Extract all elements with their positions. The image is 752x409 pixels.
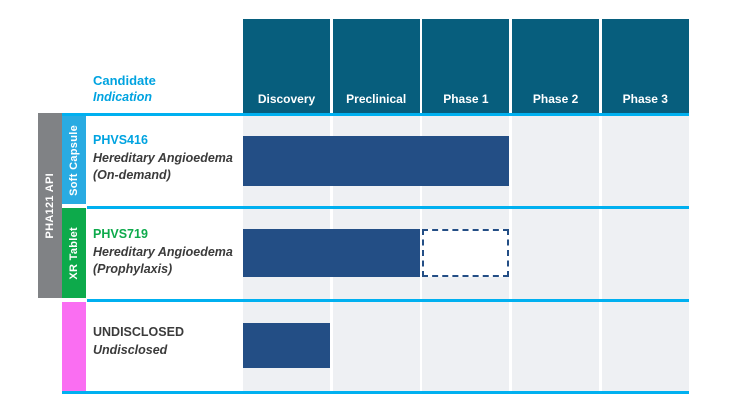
candidate-indication-header: Candidate Indication: [93, 73, 156, 105]
indication-column-label: Indication: [93, 90, 153, 104]
indication-text: Undisclosed: [93, 342, 168, 357]
indication-text: Hereditary Angioedema: [93, 150, 233, 165]
api-group-bar: PHA121 API: [38, 113, 62, 298]
row-divider-line-1: [87, 205, 689, 209]
pipeline-bar-undisclosed: [243, 323, 330, 368]
indication-detail: (On-demand): [93, 168, 171, 182]
row-divider-line-3: [62, 391, 689, 394]
indication-detail: (Prophylaxis): [93, 262, 173, 276]
row-label-phvs416: PHVS416 Hereditary Angioedema (On-demand…: [93, 132, 241, 185]
formulation-label-xr-tablet: XR Tablet: [68, 226, 80, 280]
phase-header-phase-3: Phase 3: [601, 19, 689, 113]
phase-header-phase-2: Phase 2: [512, 19, 600, 113]
phase-header-preclinical: Preclinical: [332, 19, 420, 113]
formulation-bar-xr-tablet: XR Tablet: [62, 208, 86, 298]
formulation-label-soft-capsule: Soft Capsule: [68, 124, 80, 196]
row-divider-line-0: [62, 113, 689, 116]
api-group-label: PHA121 API: [44, 172, 56, 239]
pipeline-bar-phvs719: [243, 229, 420, 277]
indication-text: Hereditary Angioedema: [93, 244, 233, 259]
phase-header-discovery: Discovery: [243, 19, 330, 113]
candidate-column-label: Candidate: [93, 73, 156, 88]
candidate-name: PHVS719: [93, 227, 148, 241]
pipeline-bar-phvs416: [243, 136, 510, 186]
row-label-phvs719: PHVS719 Hereditary Angioedema (Prophylax…: [93, 226, 241, 279]
formulation-bar-undisclosed: [62, 302, 86, 391]
pipeline-bar-dashed-phvs719: [422, 229, 510, 277]
candidate-name: UNDISCLOSED: [93, 325, 184, 339]
phase-header-phase-1: Phase 1: [422, 19, 510, 113]
phase-column-stripe-phase-2: [512, 116, 600, 391]
row-label-undisclosed: UNDISCLOSED Undisclosed: [93, 324, 241, 359]
phase-column-stripe-phase-3: [601, 116, 689, 391]
formulation-bar-soft-capsule: Soft Capsule: [62, 116, 86, 204]
candidate-name: PHVS416: [93, 133, 148, 147]
row-divider-line-2: [87, 298, 689, 302]
